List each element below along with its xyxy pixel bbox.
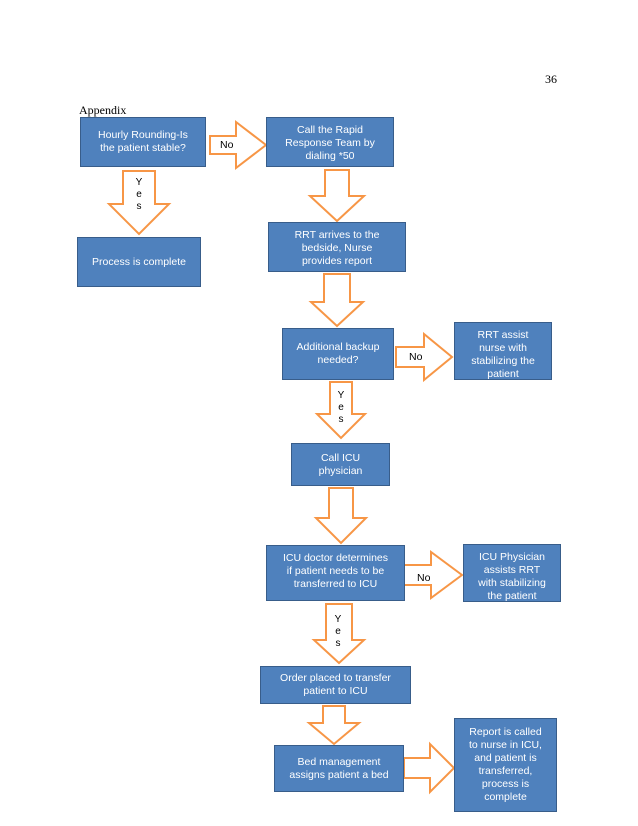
arrow-rrt-call-to-arrives: [307, 169, 367, 223]
arrow-hourly-to-rrt: [209, 119, 268, 171]
label-yes-2: Y e s: [337, 390, 345, 425]
node-icu-physician-assists: ICU Physician assists RRT with stabilizi…: [463, 544, 561, 602]
arrow-call-icu-to-doctor: [313, 487, 369, 545]
arrow-icu-doctor-to-physician-assists: [399, 550, 464, 600]
appendix-heading: Appendix: [79, 103, 127, 117]
node-backup-needed: Additional backup needed?: [282, 328, 394, 380]
label-no-1: No: [220, 139, 234, 151]
node-hourly-rounding: Hourly Rounding-Is the patient stable?: [80, 117, 206, 167]
label-yes-1: Y e s: [135, 177, 143, 212]
arrow-backup-to-rrt-assist: [395, 331, 454, 383]
node-order-placed: Order placed to transfer patient to ICU: [260, 666, 411, 704]
arrow-backup-to-call-icu: [314, 381, 368, 440]
label-no-3: No: [417, 572, 431, 584]
node-rrt-arrives: RRT arrives to the bedside, Nurse provid…: [268, 222, 406, 272]
page-number: 36: [545, 72, 557, 86]
label-no-2: No: [409, 351, 423, 363]
arrow-hourly-to-complete: [106, 170, 172, 236]
label-yes-3: Y e s: [334, 614, 342, 649]
node-rrt-assist: RRT assist nurse with stabilizing the pa…: [454, 322, 552, 380]
node-call-rrt: Call the Rapid Response Team by dialing …: [266, 117, 394, 167]
node-icu-doctor: ICU doctor determines if patient needs t…: [266, 545, 405, 601]
node-process-complete: Process is complete: [77, 237, 201, 287]
arrow-doctor-to-order: [311, 603, 367, 665]
node-report-called: Report is called to nurse in ICU, and pa…: [454, 718, 557, 812]
arrow-arrives-to-backup: [308, 273, 366, 328]
node-bed-management: Bed management assigns patient a bed: [274, 745, 404, 792]
node-call-icu: Call ICU physician: [291, 443, 390, 486]
arrow-order-to-bed: [306, 705, 362, 746]
arrow-bed-to-report: [403, 741, 456, 795]
